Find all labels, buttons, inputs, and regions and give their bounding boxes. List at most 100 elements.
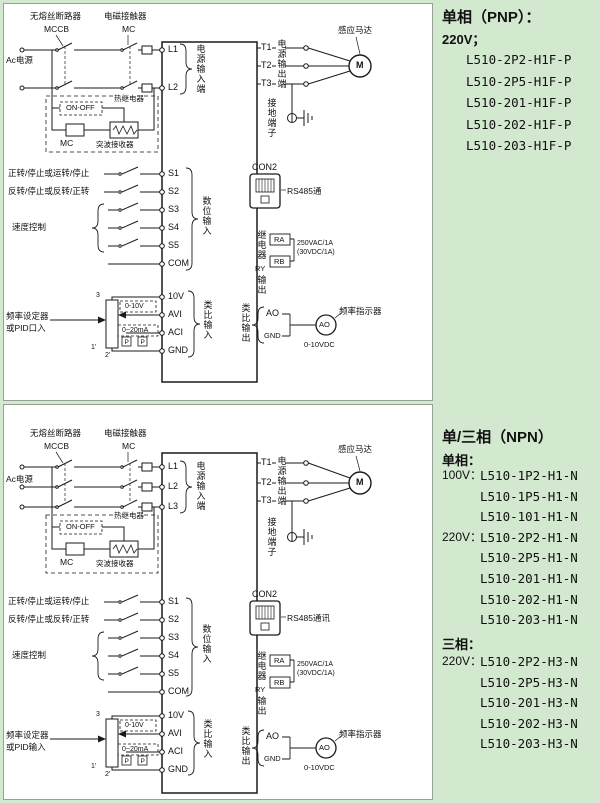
mc-coil-label: MC — [60, 557, 74, 567]
pnp-model-list: L510-2P2-H1F-P L510-2P5-H1F-P L510-201-H… — [466, 49, 571, 157]
terminal-label-t3: T3 — [261, 495, 272, 505]
terminal-label-t3: T3 — [261, 78, 272, 88]
con2-connector-icon — [249, 173, 286, 209]
jumper-p-label: P — [140, 757, 145, 765]
freq-meter-symbol-label: AO — [319, 320, 330, 329]
pot-pin-1: 1' — [91, 763, 97, 770]
rs485-label: RS485通讯 — [287, 613, 330, 623]
npn-three-phase-label: 三相： — [442, 637, 482, 652]
motor-title: 感应马达 — [338, 25, 373, 35]
model-row: L510-203-H1-N — [480, 612, 578, 628]
pot-pin-1: 1' — [91, 344, 97, 351]
relay-group-label-3: 输出 — [256, 275, 267, 295]
relay-group-label-2: RY — [255, 264, 266, 273]
onoff-label: ON-OFF — [66, 103, 95, 113]
model-row: L510-2P5-H3-N — [480, 674, 578, 690]
analog-output-circuit — [282, 312, 342, 337]
breaker-title: 无熔丝断路器 — [30, 11, 82, 21]
rs485-label: RS485通 — [287, 186, 322, 196]
terminal-label-gnd2: GND — [264, 331, 281, 340]
model-row: L510-1P5-H1-N — [480, 488, 578, 504]
fwd-stop-label: 正转/停止或运转/停止 — [8, 596, 90, 606]
pot-pin-2: 2' — [105, 771, 111, 778]
freq-setter-label-2: 或PID口入 — [6, 323, 46, 333]
power-input-circuit — [19, 34, 165, 93]
terminal-label-gnd: GND — [168, 345, 188, 355]
ground-group-label: 接地端子 — [266, 517, 277, 557]
terminal-label-l2: L2 — [168, 481, 179, 491]
terminal-label-s3: S3 — [168, 632, 180, 642]
terminal-label-avi: AVI — [168, 309, 182, 319]
digital-input-group-label: 数位输入 — [201, 624, 212, 664]
breaker-name: MCCB — [44, 441, 70, 451]
power-input-group-label: 电源输入端 — [195, 461, 206, 511]
breaker-title: 无熔丝断路器 — [30, 428, 82, 438]
freq-setter-label-1: 频率设定器 — [6, 311, 49, 321]
pnp-section-title: 单相（PNP）： — [442, 9, 541, 26]
terminal-label-s5: S5 — [168, 668, 180, 678]
terminal-label-s2: S2 — [168, 614, 180, 624]
relay-group-label-2: RY — [255, 685, 266, 694]
model-row: L510-201-H1-N — [480, 570, 578, 586]
terminal-label-rb: RB — [274, 257, 285, 266]
model-number: L510-201-H1F-P — [466, 95, 572, 111]
terminal-label-com: COM — [168, 686, 189, 696]
jumper-p-label: P — [124, 338, 129, 346]
npn-three-phase-list: 220V：L510-2P2-H3-N L510-2P5-H3-N L510-20… — [442, 654, 578, 757]
terminal-label-s3: S3 — [168, 204, 180, 214]
wiring-svg-top — [19, 34, 372, 383]
terminal-label-s4: S4 — [168, 222, 180, 232]
model-row: L510-2P5-H1-N — [480, 550, 578, 566]
freq-setter-label-2: 或PID输入 — [6, 742, 46, 752]
terminal-label-10v: 10V — [168, 710, 185, 720]
model-number: L510-2P2-H1F-P — [466, 52, 572, 67]
range-0-20ma-label: 0~20mA — [122, 746, 149, 753]
power-input-circuit — [19, 451, 165, 512]
analog-input-wires — [50, 294, 165, 354]
terminal-label-aci: ACI — [168, 746, 184, 756]
ground-group-label: 接地端子 — [266, 98, 277, 138]
range-0-20ma-label: 0~20mA — [122, 327, 149, 334]
surge-label: 突波接收器 — [96, 559, 134, 569]
terminal-label-gnd: GND — [168, 764, 188, 774]
range-0-10v-label: 0-10V — [125, 303, 144, 310]
terminal-label-t1: T1 — [261, 457, 272, 467]
rev-stop-label: 反转/停止或反转/正转 — [8, 186, 90, 196]
terminal-label-s1: S1 — [168, 168, 180, 178]
analog-input-wires — [50, 713, 165, 773]
motor-symbol-label: M — [356, 477, 364, 487]
terminal-label-l1: L1 — [168, 44, 179, 54]
terminal-label-s5: S5 — [168, 240, 180, 250]
speed-control-label: 速度控制 — [12, 222, 47, 232]
terminal-label-ao: AO — [266, 308, 280, 318]
jumper-p-label: P — [124, 757, 129, 765]
model-row: 100V：L510-1P2-H1-N — [442, 468, 578, 483]
wiring-svg-bottom — [19, 451, 372, 794]
model-row: L510-202-H3-N — [480, 715, 578, 731]
motor-symbol-label: M — [356, 60, 364, 70]
digital-input-wires — [91, 594, 165, 695]
relay-output-symbol — [269, 233, 295, 268]
terminal-label-s2: S2 — [168, 186, 180, 196]
power-output-circuit — [257, 455, 372, 504]
terminal-label-l3: L3 — [168, 501, 179, 511]
terminal-label-aci: ACI — [168, 327, 184, 337]
wiring-diagram-top: 无熔丝断路器 MCCB 电磁接触器 MC Ac电源 ON-OFF MC 突波接收… — [3, 3, 433, 401]
ground-symbol — [287, 501, 313, 545]
thermal-relay-label: 热继电器 — [114, 94, 144, 104]
wiring-diagram-bottom: 无熔丝断路器 MCCB 电磁接触器 MC Ac电源 ON-OFF MC 突波接收… — [3, 404, 433, 800]
con2-connector-icon — [249, 600, 286, 636]
contactor-title: 电磁接触器 — [104, 11, 147, 21]
ac-power-label: Ac电源 — [6, 55, 33, 65]
pnp-voltage-label: 220V； — [442, 32, 486, 47]
relay-group-label-1: 继电器 — [256, 230, 267, 260]
model-number: L510-2P5-H1F-P — [466, 73, 572, 89]
model-row: L510-203-H3-N — [480, 736, 578, 752]
relay-group-label-3: 输出 — [256, 696, 267, 716]
terminal-label-t2: T2 — [261, 60, 272, 70]
freq-meter-symbol-label: AO — [319, 743, 330, 752]
power-output-group-label: 电源输出端 — [276, 39, 287, 89]
relay-rating-1: 250VAC/1A — [297, 661, 334, 668]
terminal-label-ra: RA — [274, 235, 285, 244]
